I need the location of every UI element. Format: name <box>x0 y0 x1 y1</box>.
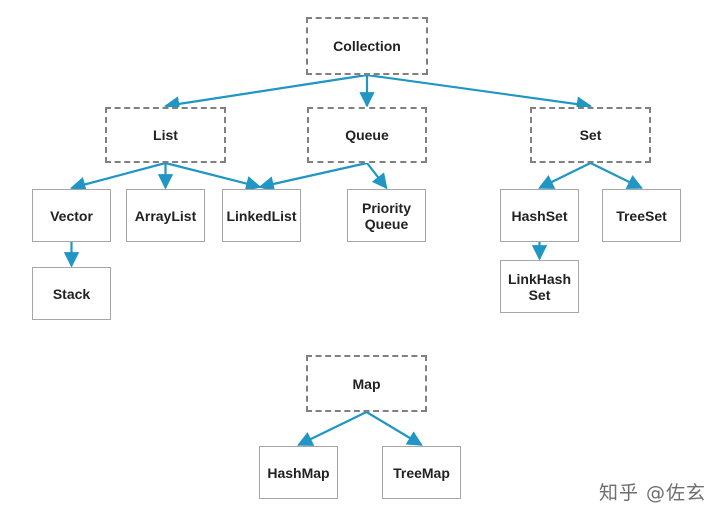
node-hashset: HashSet <box>500 189 579 242</box>
node-map: Map <box>306 355 427 412</box>
arrow-queue-to-priorityqueue <box>366 162 388 190</box>
node-linkhashset: LinkHash Set <box>500 260 579 313</box>
arrow-list-to-linkedlist <box>165 161 262 192</box>
node-priority-queue: Priority Queue <box>347 189 426 242</box>
node-set: Set <box>530 107 651 163</box>
arrow-queue-to-linkedlist <box>258 161 368 192</box>
node-arraylist: ArrayList <box>126 189 205 242</box>
node-stack: Stack <box>32 267 111 320</box>
arrow-collection-to-set <box>366 73 593 112</box>
arrow-map-to-treemap <box>365 411 423 446</box>
node-treemap: TreeMap <box>382 446 461 499</box>
arrow-list-to-vector <box>70 161 166 192</box>
arrow-set-to-hashset <box>538 162 591 189</box>
watermark-text: 知乎 @佐玄 <box>598 482 706 504</box>
arrow-map-to-hashmap <box>297 411 367 446</box>
node-collection: Collection <box>306 17 428 75</box>
arrow-collection-to-list <box>163 73 368 112</box>
node-linkedlist: LinkedList <box>222 189 301 242</box>
node-queue: Queue <box>307 107 427 163</box>
arrow-set-to-treeset <box>590 162 643 189</box>
node-list: List <box>105 107 226 163</box>
node-vector: Vector <box>32 189 111 242</box>
node-hashmap: HashMap <box>259 446 338 499</box>
node-treeset: TreeSet <box>602 189 681 242</box>
